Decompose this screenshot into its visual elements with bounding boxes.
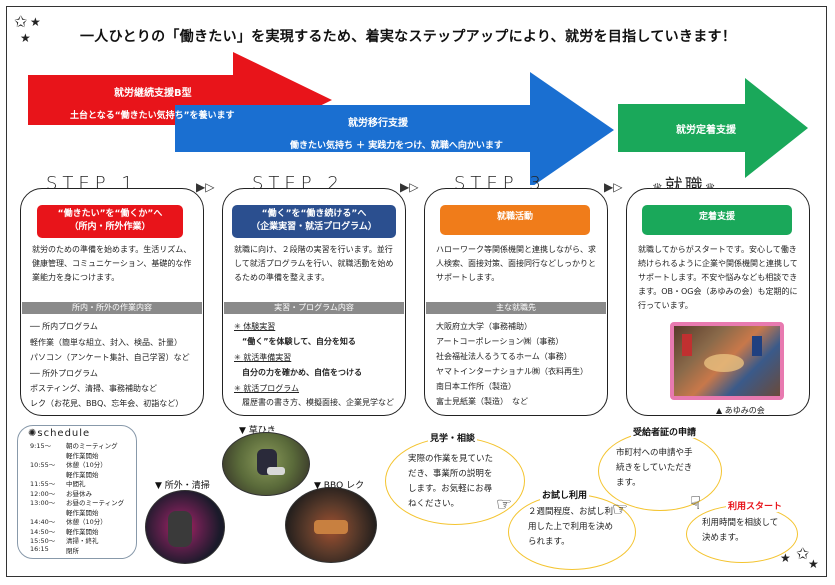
step-2-line: ✳ 体験実習 — [234, 322, 276, 331]
schedule-time: 9:15～ — [30, 442, 52, 450]
step-1-pill: “働きたい”を“働くか”へ（所内・所外作業） — [37, 205, 183, 238]
schedule-activity: 軽作業開始 — [66, 451, 99, 460]
step-1-section-header: 所内・所外の作業内容 — [22, 302, 202, 314]
step-2-body: 就職に向け、２段階の実習を行います。並行して就活プログラムを行い、就職活動を始め… — [234, 245, 394, 282]
arrow-title-retention: 就労定着支援 — [676, 125, 736, 136]
star-icon: ★ — [780, 551, 791, 565]
step-2-line: ✳ 就活準備実習 — [234, 353, 292, 362]
step-1-line: 軽作業（簡単な組立、封入、検品、計量） — [30, 338, 182, 347]
step-1-line: ── 所内プログラム — [30, 322, 98, 331]
pointing-hand-icon: ☟ — [690, 493, 701, 514]
photo-caption-weeding: ▼ 草ひき — [239, 426, 276, 436]
step-2-section-header: 実習・プログラム内容 — [224, 302, 404, 314]
step-2-pill: “働く”を“働き続ける”へ（企業実習・就活プログラム） — [232, 205, 396, 238]
step-1-body: 就労のための準備を始めます。生活リズム、健康管理、コミュニケーション、基礎的な作… — [32, 245, 192, 282]
bubble-start — [686, 505, 798, 563]
bbq-photo — [285, 487, 377, 563]
star-icon: ★ — [30, 15, 41, 29]
bubble-trial-title: お試し利用 — [540, 488, 590, 501]
step-1-line: レク（お花見、BBQ、忘年会、初詣など） — [30, 399, 184, 408]
step-2-line: ✳ 就活プログラム — [234, 384, 300, 393]
schedule-time: 16:15 — [30, 544, 49, 553]
schedule-activity: 軽作業開始 — [66, 527, 99, 536]
schedule-time: 10:55～ — [30, 461, 56, 469]
arrow-subtitle-transition: 働きたい気持ち ＋ 実践力をつけ、就職へ向かいます — [290, 141, 503, 151]
step-2-line: 履歴書の書き方、模擬面接、企業見学など — [242, 398, 394, 407]
employer-item: ヤマトインターナショナル㈱（衣料再生） — [436, 367, 588, 376]
pointing-hand-icon: ☞ — [612, 499, 629, 520]
schedule-activity: 閉所 — [66, 546, 79, 555]
sparkle-icon: ✳ — [234, 322, 244, 331]
schedule-time: 12:00～ — [30, 489, 56, 498]
bubble-application — [598, 431, 722, 511]
schedule-activity: 中間礼 — [66, 480, 86, 488]
ayumi-photo — [670, 322, 784, 400]
schedule-activity: 休憩（10分） — [66, 518, 107, 526]
schedule-time: 11:55～ — [30, 480, 56, 488]
arrow-title-b: 就労継続支援B型 — [114, 88, 192, 99]
schedule-activity: 朝のミーティング — [66, 442, 118, 450]
page-border — [6, 6, 827, 577]
pointing-hand-icon: ☞ — [496, 494, 513, 515]
support-arrows — [28, 52, 808, 185]
star-icon: ★ — [808, 557, 819, 571]
schedule-activity: 清掃・終礼 — [66, 537, 99, 545]
photo-caption-bbq: ▼ BBQ レク — [314, 481, 365, 491]
employer-item: 南日本工作所（製造） — [436, 382, 516, 391]
schedule-time: 13:00～ — [30, 499, 56, 507]
step-3-pill: 就職活動 — [440, 205, 590, 235]
schedule-time: 14:40～ — [30, 518, 56, 526]
bubble-trial-text: ２週間程度、お試し利用した上で利用を決められます。 — [528, 507, 614, 547]
next-arrow-icon: ▶▷ — [400, 180, 419, 194]
schedule-title: ✺schedule — [28, 428, 91, 439]
page-headline: 一人ひとりの「働きたい」を実現するため、着実なステップアップにより、就労を目指し… — [80, 29, 737, 45]
bubble-trial — [508, 494, 636, 570]
bubble-application-title: 受給者証の申請 — [631, 425, 699, 438]
sparkle-icon: ✳ — [234, 384, 244, 393]
employer-item: 富士見紙業（製造） など — [436, 397, 528, 406]
sparkle-icon: ✳ — [234, 353, 244, 362]
schedule-activity: お昼休み — [66, 489, 92, 498]
step-2-line: “働く”を体験して、自分を知る — [242, 337, 356, 346]
bubble-start-title: 利用スタート — [726, 499, 785, 512]
step-3-section-header: 主な就職先 — [426, 302, 606, 314]
employer-item: アートコーポレーション㈱（事務） — [436, 337, 564, 346]
schedule-activity: 軽作業開始 — [66, 470, 99, 479]
bubble-start-text: 利用時間を相談して決めます。 — [702, 518, 779, 543]
bubble-application-text: 市町村への申請や手続きをしていただきます。 — [616, 448, 693, 488]
bubble-visit — [385, 437, 525, 525]
step-4-body: 就職してからがスタートです。安心して働き続けられるように企業や関係機関と連携して… — [638, 245, 798, 310]
bubble-visit-text: 実際の作業を見ていただき、事業所の説明をします。お気軽にお尋ねください。 — [408, 454, 494, 509]
schedule-time: 15:50～ — [30, 537, 56, 545]
next-arrow-icon: ▶▷ — [196, 180, 215, 194]
step-4-pill: 定着支援 — [642, 205, 792, 235]
schedule-activity: お昼のミーティング — [66, 499, 125, 507]
arrow-title-transition: 就労移行支援 — [348, 118, 408, 129]
bubble-visit-title: 見学・相談 — [428, 431, 478, 444]
arrow-subtitle-b: 土台となる“働きたい気持ち”を養います — [70, 111, 235, 121]
arrow-green — [618, 78, 808, 178]
cleaning-photo — [145, 490, 225, 564]
employer-item: 社会福祉法人るうてるホーム（事務） — [436, 352, 572, 361]
next-arrow-icon: ▶▷ — [604, 180, 623, 194]
arrow-blue — [175, 72, 614, 185]
step-3-body: ハローワーク等関係機関と連携しながら、求人検索、面接対策、面接同行などしっかりと… — [436, 245, 596, 282]
photo-caption-cleaning: ▼ 所外・清掃 — [155, 481, 210, 491]
step-1-line: パソコン（アンケート集計、自己学習）など — [30, 353, 190, 362]
employer-item: 大阪府立大学（事務補助） — [436, 322, 532, 331]
ayumi-caption: ▲ あゆみの会 — [716, 406, 765, 415]
schedule-activity: 軽作業開始 — [66, 508, 99, 517]
step-1-line: ポスティング、清掃、事務補助など — [30, 384, 157, 393]
schedule-time: 14:50～ — [30, 527, 56, 536]
weeding-photo — [222, 432, 310, 496]
star-icon: ✩ — [14, 12, 28, 31]
step-2-line: 自分の力を確かめ、自信をつける — [242, 368, 362, 377]
star-icon: ★ — [20, 31, 31, 45]
gear-icon: ✺ — [28, 428, 38, 439]
schedule-panel: ✺schedule — [17, 425, 137, 559]
step-1-line: ── 所外プログラム — [30, 369, 98, 378]
star-icon: ✩ — [796, 544, 810, 563]
schedule-activity: 休憩（10分） — [66, 461, 107, 469]
